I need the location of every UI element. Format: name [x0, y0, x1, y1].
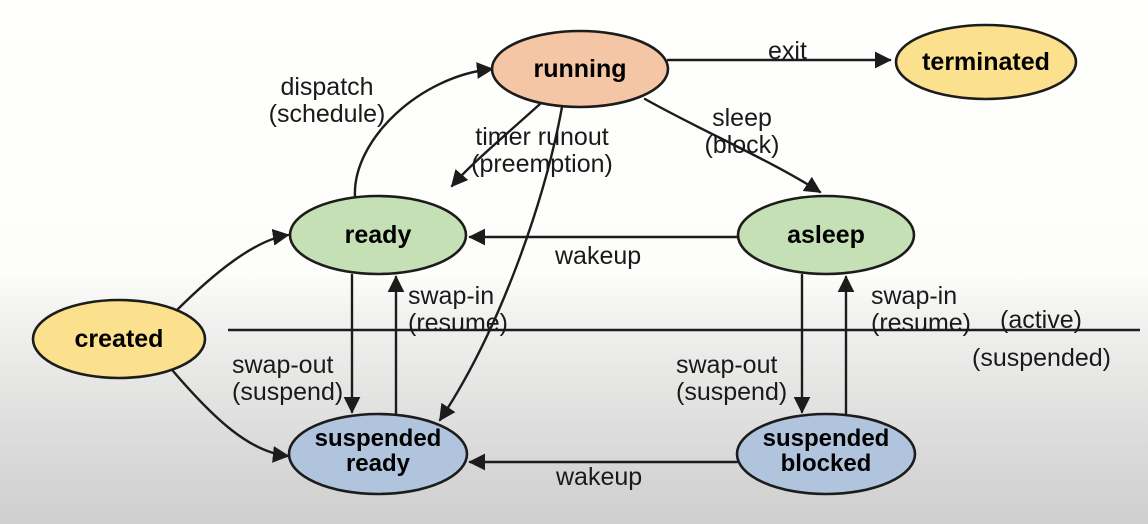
edge-dispatch: [353, 62, 494, 199]
node-asleep[interactable]: [736, 194, 916, 276]
edge-sleep: [643, 97, 822, 194]
edge-created-to-suspended-ready: [171, 369, 290, 463]
edge-created-to-ready: [173, 228, 290, 314]
edge-running-to-suspended-ready: [438, 105, 564, 422]
node-running[interactable]: [490, 29, 670, 109]
node-created[interactable]: [31, 298, 207, 380]
edge-timer-runout: [450, 102, 542, 188]
node-suspended-ready[interactable]: [287, 412, 469, 496]
node-ready[interactable]: [288, 194, 468, 276]
node-suspended-blocked[interactable]: [735, 412, 917, 496]
node-terminated[interactable]: [894, 23, 1078, 101]
